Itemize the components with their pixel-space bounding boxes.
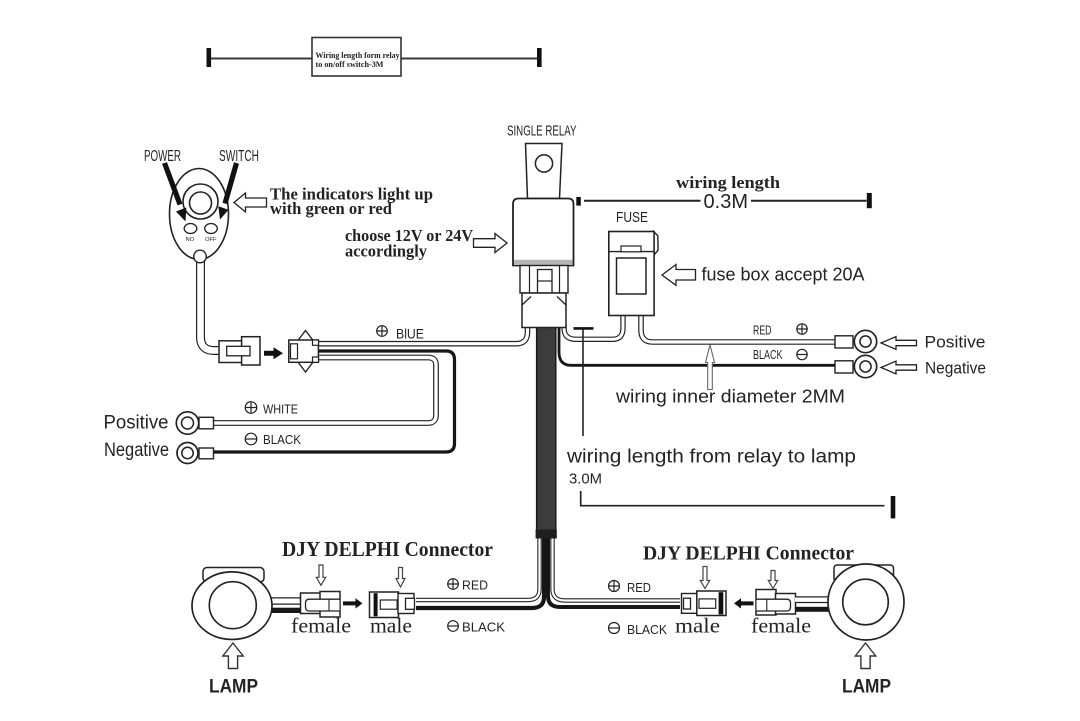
svg-text:to on/off switch-3M: to on/off switch-3M xyxy=(316,60,384,69)
svg-text:Negative: Negative xyxy=(925,359,986,378)
svg-text:DJY DELPHI Connector: DJY DELPHI Connector xyxy=(282,537,493,561)
svg-text:RED: RED xyxy=(753,323,772,338)
svg-text:SWITCH: SWITCH xyxy=(219,148,259,165)
svg-text:accordingly: accordingly xyxy=(345,241,428,260)
svg-text:BLACK: BLACK xyxy=(753,347,783,362)
svg-text:male: male xyxy=(675,614,720,638)
svg-text:Positive: Positive xyxy=(104,412,169,434)
svg-text:LAMP: LAMP xyxy=(209,677,258,698)
svg-text:NO: NO xyxy=(186,237,195,243)
svg-text:with green or red: with green or red xyxy=(270,199,393,218)
svg-text:BLACK: BLACK xyxy=(462,620,505,635)
svg-text:LAMP: LAMP xyxy=(842,677,891,698)
svg-text:0.3M: 0.3M xyxy=(704,191,749,213)
svg-text:RED: RED xyxy=(627,580,651,595)
svg-text:male: male xyxy=(370,614,412,638)
svg-text:FUSE: FUSE xyxy=(616,209,648,226)
svg-text:BLACK: BLACK xyxy=(627,622,667,637)
svg-text:choose 12V or 24V: choose 12V or 24V xyxy=(345,226,473,245)
svg-text:wiring inner diameter 2MM: wiring inner diameter 2MM xyxy=(615,386,845,407)
svg-text:wiring length from relay to la: wiring length from relay to lamp xyxy=(566,447,856,468)
svg-text:RED: RED xyxy=(462,578,488,593)
svg-text:SINGLE RELAY: SINGLE RELAY xyxy=(507,123,577,140)
svg-text:WHITE: WHITE xyxy=(263,403,298,417)
svg-text:female: female xyxy=(291,614,351,638)
svg-text:BlUE: BlUE xyxy=(396,327,424,342)
svg-text:wiring length: wiring length xyxy=(676,173,780,192)
svg-text:3.0M: 3.0M xyxy=(569,471,602,488)
svg-text:POWER: POWER xyxy=(144,148,181,165)
svg-text:female: female xyxy=(751,614,811,638)
svg-text:OFF: OFF xyxy=(205,237,217,243)
svg-text:fuse box accept 20A: fuse box accept 20A xyxy=(702,265,865,285)
svg-text:BLACK: BLACK xyxy=(263,433,302,447)
svg-text:Positive: Positive xyxy=(925,333,986,352)
svg-text:Negative: Negative xyxy=(104,439,169,461)
svg-text:Wiring length form relay: Wiring length form relay xyxy=(316,51,401,60)
svg-text:DJY DELPHI Connector: DJY DELPHI Connector xyxy=(643,543,854,565)
svg-text:The indicators light up: The indicators light up xyxy=(270,185,433,204)
